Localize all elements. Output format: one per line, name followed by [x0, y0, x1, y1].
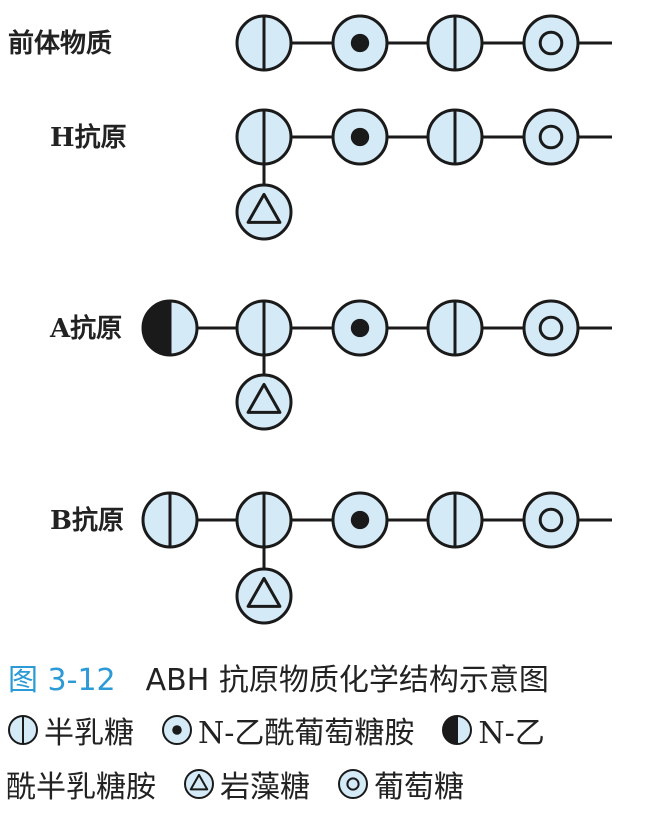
- n-acetylglucosamine-icon: [331, 491, 389, 549]
- glucose-icon: [338, 769, 368, 799]
- row-label: B抗原: [50, 505, 124, 536]
- abh-structure-diagram: 前体物质 H抗原 A抗原 B抗原: [8, 14, 612, 625]
- legend-gal-label: 半乳糖: [44, 716, 134, 751]
- structure-row: 前体物质: [8, 14, 612, 72]
- legend-galnac-label-1: N-乙: [478, 716, 545, 751]
- galactose-icon: [426, 299, 484, 357]
- structure-row: H抗原: [50, 108, 612, 241]
- glucose-icon: [522, 108, 580, 166]
- figure-number: 图 3-12: [8, 663, 116, 698]
- legend-fuc: 岩藻糖: [182, 762, 310, 806]
- row-label: H抗原: [50, 122, 127, 153]
- n-acetylglucosamine-icon: [162, 715, 192, 745]
- galactose-icon: [426, 491, 484, 549]
- legend-line-1: 半乳糖 N-乙酰葡萄糖胺 N-乙: [6, 708, 545, 752]
- legend-line-2: 酰半乳糖胺 岩藻糖 葡萄糖: [6, 762, 464, 806]
- row-label: 前体物质: [8, 28, 112, 59]
- galactose-icon: [235, 491, 293, 549]
- structure-row: A抗原: [49, 299, 612, 431]
- figure-caption: 图 3-12 ABH 抗原物质化学结构示意图: [8, 655, 549, 699]
- fucose-icon: [184, 769, 214, 799]
- figure-title: ABH 抗原物质化学结构示意图: [145, 663, 549, 698]
- legend-glc: 葡萄糖: [336, 762, 464, 806]
- glucose-icon: [522, 299, 580, 357]
- glucose-icon: [522, 491, 580, 549]
- structure-row: B抗原: [50, 491, 612, 625]
- galactose-icon: [426, 108, 484, 166]
- galactose-icon: [235, 108, 293, 166]
- n-acetylgalactosamine-icon: [141, 299, 199, 357]
- glucose-icon: [522, 14, 580, 72]
- legend-glcnac: N-乙酰葡萄糖胺: [160, 708, 414, 752]
- row-label: A抗原: [49, 313, 122, 344]
- legend-galnac: N-乙: [440, 708, 545, 752]
- fucose-icon: [235, 567, 293, 625]
- fucose-icon: [235, 373, 293, 431]
- galactose-icon: [141, 491, 199, 549]
- fucose-icon: [235, 183, 293, 241]
- n-acetylgalactosamine-icon: [442, 715, 473, 745]
- n-acetylglucosamine-icon: [331, 108, 389, 166]
- n-acetylglucosamine-icon: [331, 14, 389, 72]
- legend-galnac-label-2: 酰半乳糖胺: [6, 770, 156, 805]
- legend-gal: 半乳糖: [6, 708, 134, 752]
- galactose-icon: [8, 715, 38, 745]
- galactose-icon: [235, 299, 293, 357]
- legend-glc-label: 葡萄糖: [374, 770, 464, 805]
- galactose-icon: [235, 14, 293, 72]
- galactose-icon: [426, 14, 484, 72]
- legend-glcnac-label: N-乙酰葡萄糖胺: [198, 716, 415, 751]
- legend-fuc-label: 岩藻糖: [220, 770, 310, 805]
- n-acetylglucosamine-icon: [331, 299, 389, 357]
